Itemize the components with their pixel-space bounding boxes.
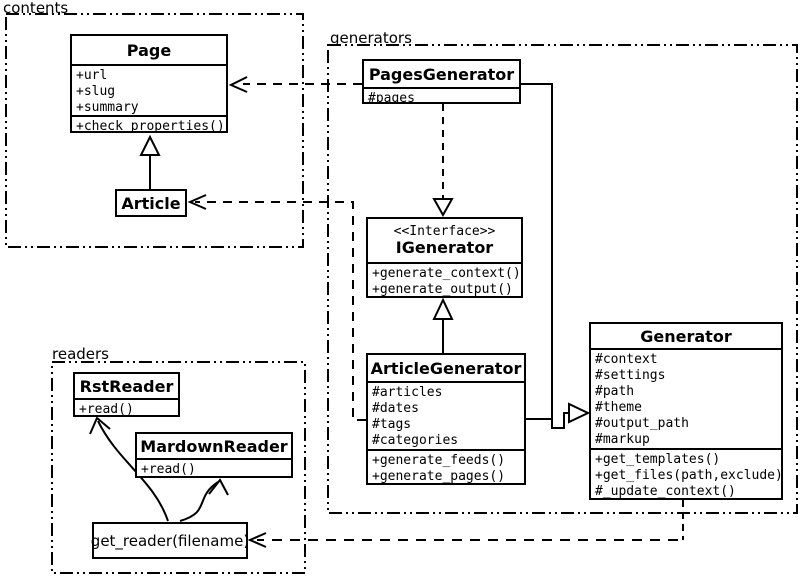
attribute: #tags bbox=[372, 417, 412, 432]
class-rst-reader-title: RstReader bbox=[75, 374, 178, 400]
attribute: #settings bbox=[595, 368, 666, 383]
class-page-title: Page bbox=[72, 36, 226, 66]
attribute: +slug bbox=[76, 84, 116, 99]
class-igenerator-methods: +generate_context() +generate_output() bbox=[368, 264, 521, 296]
class-generator: Generator #context #settings #path #them… bbox=[589, 322, 783, 500]
function-get-reader: get_reader(filename) bbox=[91, 522, 249, 559]
class-pages-generator-attributes: #pages bbox=[364, 89, 519, 102]
attribute: #articles bbox=[372, 385, 443, 400]
class-page-methods: +check_properties() bbox=[72, 117, 226, 131]
class-article-generator-attributes: #articles #dates #tags #categories bbox=[368, 383, 524, 451]
arrowhead-mardownreader bbox=[208, 478, 229, 496]
method: +generate_output() bbox=[372, 282, 513, 296]
edge-pagesgenerator-generator bbox=[521, 83, 569, 429]
arrowhead-article bbox=[187, 194, 207, 210]
class-igenerator: <<Interface>> IGenerator +generate_conte… bbox=[366, 217, 523, 298]
class-rst-reader: RstReader +read() bbox=[73, 372, 180, 417]
edge-getreader-mardownreader bbox=[179, 481, 219, 522]
arrowhead-rstreader bbox=[89, 416, 111, 435]
attribute: #theme bbox=[595, 400, 642, 415]
method: +generate_pages() bbox=[372, 469, 506, 483]
class-article-generator-methods: +generate_feeds() +generate_pages() bbox=[368, 451, 524, 483]
method: +generate_feeds() bbox=[372, 453, 506, 468]
attribute: +url bbox=[76, 68, 108, 83]
attribute: #path bbox=[595, 384, 635, 399]
arrowhead-getreader bbox=[247, 532, 267, 548]
class-generator-methods: +get_templates() +get_files(path,exclude… bbox=[591, 450, 781, 498]
attribute: #pages bbox=[368, 91, 415, 102]
attribute: #context bbox=[595, 352, 658, 367]
package-label-contents: contents bbox=[3, 0, 69, 17]
package-frame-readers bbox=[51, 361, 306, 574]
edge-articlegenerator-article bbox=[195, 201, 366, 421]
class-name: IGenerator bbox=[395, 238, 494, 257]
triangle-pagesgenerator-igenerator bbox=[432, 198, 454, 218]
class-page-attributes: +url +slug +summary bbox=[72, 66, 226, 117]
class-article: Article bbox=[115, 189, 187, 217]
arrowhead-page bbox=[228, 76, 248, 93]
method: +check_properties() bbox=[76, 119, 225, 131]
method: +generate_context() bbox=[372, 266, 521, 281]
package-frame-contents bbox=[5, 13, 304, 248]
class-article-generator-title: ArticleGenerator bbox=[368, 355, 524, 383]
class-pages-generator-title: PagesGenerator bbox=[364, 61, 519, 89]
class-igenerator-title: <<Interface>> IGenerator bbox=[368, 219, 521, 264]
class-page: Page +url +slug +summary +check_properti… bbox=[70, 34, 228, 133]
class-generator-attributes: #context #settings #path #theme #output_… bbox=[591, 350, 781, 450]
method: +get_files(path,exclude) bbox=[595, 468, 781, 483]
attribute: +summary bbox=[76, 100, 139, 115]
class-mardown-reader: MardownReader +read() bbox=[135, 432, 293, 478]
attribute: #categories bbox=[372, 433, 459, 448]
attribute: #markup bbox=[595, 432, 650, 447]
class-mardown-reader-methods: +read() bbox=[137, 460, 291, 476]
class-mardown-reader-title: MardownReader bbox=[137, 434, 291, 460]
attribute: #dates bbox=[372, 401, 419, 416]
method: +get_templates() bbox=[595, 452, 721, 467]
method: #_update_context() bbox=[595, 484, 736, 498]
class-article-title: Article bbox=[121, 193, 181, 213]
attribute: #output_path bbox=[595, 416, 689, 431]
triangle-article-page bbox=[139, 134, 161, 156]
package-label-readers: readers bbox=[52, 345, 109, 363]
method: +read() bbox=[79, 402, 134, 415]
class-generator-title: Generator bbox=[591, 324, 781, 350]
class-rst-reader-methods: +read() bbox=[75, 400, 178, 415]
class-article-generator: ArticleGenerator #articles #dates #tags … bbox=[366, 353, 526, 485]
method: +read() bbox=[141, 462, 196, 476]
triangle-generators-generator bbox=[568, 402, 591, 424]
stereotype: <<Interface>> bbox=[393, 224, 496, 239]
package-frame-generators bbox=[327, 44, 798, 514]
package-label-generators: generators bbox=[330, 29, 412, 47]
class-pages-generator: PagesGenerator #pages bbox=[362, 59, 521, 104]
triangle-articlegenerator-igenerator bbox=[432, 297, 454, 320]
